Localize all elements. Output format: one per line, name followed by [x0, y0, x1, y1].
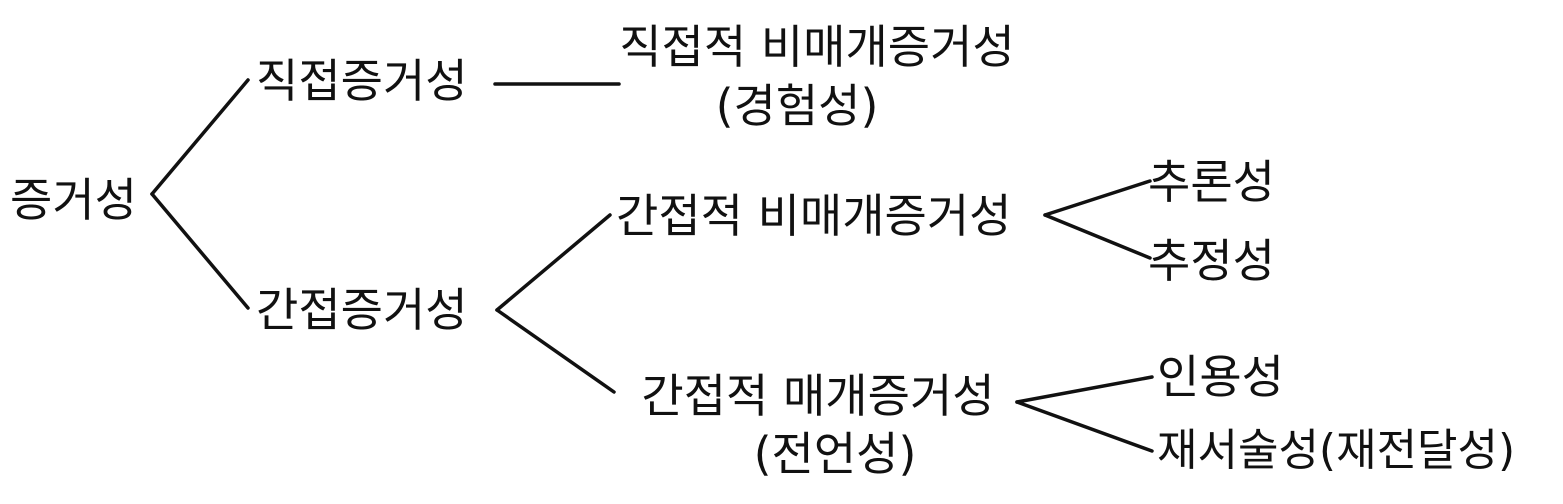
node-indirect-unmediated: 간접적 비매개증거성	[616, 189, 1012, 243]
node-inference: 추론성	[1148, 155, 1275, 209]
node-indirect-mediated-line2: (전언성)	[753, 427, 917, 481]
edge-unmediated-to-inference	[1043, 179, 1152, 217]
edge-unmediated-to-assumption	[1043, 213, 1152, 260]
root-node-evidentiality: 증거성	[10, 173, 137, 227]
node-indirect-evidentiality: 간접증거성	[256, 283, 468, 337]
node-direct-unmediated-line1: 직접적 비매개증거성	[619, 20, 1015, 74]
node-assumption: 추정성	[1148, 234, 1275, 288]
edge-indirect-to-indirect-mediated	[495, 308, 616, 394]
node-indirect-mediated-line1: 간접적 매개증거성	[641, 369, 995, 423]
node-reportative: 재서술성(재전달성)	[1157, 425, 1516, 476]
node-direct-unmediated-line2: (경험성)	[715, 79, 879, 133]
edge-mediated-to-quotative	[1015, 375, 1154, 404]
node-direct-evidentiality: 직접증거성	[256, 54, 468, 108]
node-quotative: 인용성	[1157, 350, 1284, 404]
edge-indirect-to-indirect-unmediated	[495, 213, 612, 312]
edge-root-to-direct	[150, 78, 250, 196]
edge-root-to-indirect	[150, 192, 250, 310]
edge-mediated-to-reportative	[1015, 400, 1154, 453]
